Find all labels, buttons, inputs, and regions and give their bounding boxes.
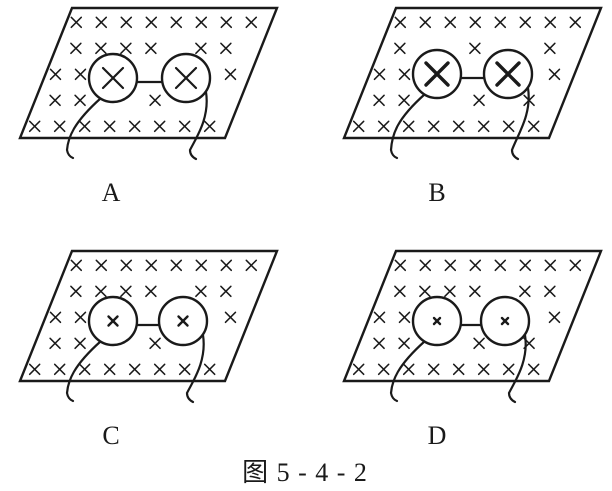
lead-wire-left: [65, 339, 103, 403]
ring-cross-icon: [500, 316, 510, 326]
panel-b: B: [342, 6, 603, 207]
lead-wire-left: [389, 92, 427, 160]
panel-a: A: [18, 6, 279, 207]
panel-label-d: D: [428, 421, 447, 450]
ring-right: [160, 52, 212, 104]
lead-wire-right: [507, 333, 527, 404]
field-region: [18, 6, 279, 140]
field-region: [342, 6, 603, 140]
ring-cross-icon: [174, 66, 198, 90]
magnetic-field-cross-icon: [28, 16, 258, 133]
lead-wire-right: [188, 90, 208, 161]
ring-right: [482, 48, 534, 100]
ring-left: [87, 295, 139, 347]
lead-wire-right: [510, 86, 530, 161]
lead-wire-left: [65, 96, 103, 160]
figure-caption: 图 5 - 4 - 2: [242, 458, 368, 487]
ring-right: [479, 295, 531, 347]
field-region: [18, 249, 279, 383]
ring-cross-icon: [101, 66, 125, 90]
magnetic-field-cross-icon: [28, 259, 258, 376]
ring-left: [87, 52, 139, 104]
ring-right: [157, 295, 209, 347]
magnetic-field-cross-icon: [352, 259, 582, 376]
magnetic-field-cross-icon: [352, 16, 582, 133]
panel-d: D: [342, 249, 603, 450]
panel-label-c: C: [102, 421, 119, 450]
panel-label-b: B: [428, 178, 445, 207]
ring-left: [411, 295, 463, 347]
lead-wire-left: [389, 339, 427, 403]
ring-cross-icon: [432, 316, 442, 326]
panel-label-a: A: [102, 178, 121, 207]
ring-cross-icon: [495, 61, 521, 87]
ring-cross-icon: [424, 61, 450, 87]
ring-cross-icon: [177, 315, 189, 327]
panel-c: C: [18, 249, 279, 450]
ring-cross-icon: [107, 315, 119, 327]
lead-wire-right: [185, 333, 205, 404]
field-region: [342, 249, 603, 383]
ring-left: [411, 48, 463, 100]
